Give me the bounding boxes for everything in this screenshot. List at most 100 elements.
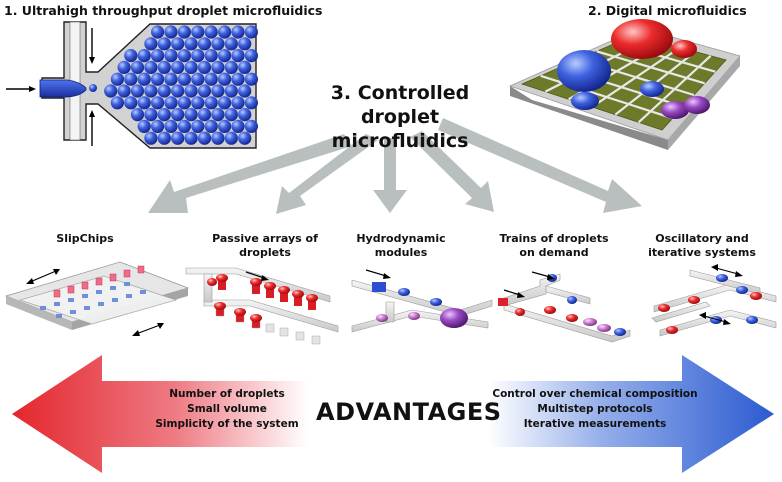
droplet <box>171 131 185 145</box>
trapped-droplet <box>292 290 304 298</box>
droplet <box>117 84 131 98</box>
label-passive-arrays-line2: droplets <box>239 246 291 259</box>
droplet <box>224 108 238 122</box>
blue-well <box>68 298 74 302</box>
droplet <box>151 119 165 133</box>
droplet <box>171 37 185 51</box>
blue-well <box>54 302 60 306</box>
droplet <box>218 25 232 39</box>
blue-well <box>84 306 90 310</box>
droplet <box>191 25 205 39</box>
label-slipchips-line1: SlipChips <box>56 232 114 245</box>
incoming-droplet <box>207 278 217 286</box>
droplet <box>151 25 165 39</box>
droplet <box>151 96 165 110</box>
controlled-title-line2: droplet microfluidics <box>331 106 469 152</box>
arrow-to-trains <box>410 131 494 212</box>
droplet <box>218 119 232 133</box>
blue-well <box>56 314 62 318</box>
droplet <box>104 84 118 98</box>
droplet <box>204 72 218 86</box>
red-well <box>81 281 89 290</box>
ultrahigh-throughput-title: 1. Ultrahigh throughput droplet microflu… <box>4 3 323 18</box>
droplet <box>204 119 218 133</box>
droplet <box>191 72 205 86</box>
hydrodynamic-modules-illustration <box>351 269 493 333</box>
purple-droplet-a <box>661 101 689 119</box>
oscillatory-systems-illustration <box>651 264 777 337</box>
droplet <box>211 108 225 122</box>
blue-well <box>82 294 88 298</box>
droplet <box>164 96 178 110</box>
droplet <box>244 25 258 39</box>
droplet <box>244 96 258 110</box>
purple-droplet-b <box>684 96 710 114</box>
blue-well <box>98 302 104 306</box>
droplet <box>144 108 158 122</box>
label-oscillatory: Oscillatory and iterative systems <box>634 232 770 260</box>
droplet <box>218 72 232 86</box>
droplet <box>197 108 212 122</box>
slipchip-illustration <box>4 261 190 336</box>
red-well <box>67 285 75 294</box>
droplet <box>184 37 198 51</box>
blue-droplet-large <box>557 50 611 92</box>
droplet <box>224 60 238 74</box>
blue-droplet-small <box>571 92 599 110</box>
droplet <box>184 84 198 98</box>
droplet <box>224 131 238 145</box>
label-slipchips: SlipChips <box>30 232 140 246</box>
droplet <box>211 131 225 145</box>
droplet <box>157 108 171 122</box>
droplet <box>144 60 158 74</box>
blue-well <box>110 286 116 290</box>
blue-well <box>126 294 132 298</box>
branch-arrows <box>148 118 642 214</box>
droplet <box>177 119 191 133</box>
droplet <box>197 60 212 74</box>
droplet <box>231 72 245 86</box>
red-well <box>109 273 117 282</box>
trapped-droplet <box>278 286 290 294</box>
droplet <box>164 25 178 39</box>
droplet <box>204 96 218 110</box>
label-oscillatory-line1: Oscillatory and <box>655 232 749 245</box>
droplet <box>124 49 138 63</box>
arrow-to-passive-arrays <box>276 134 378 214</box>
blue-well <box>124 282 130 286</box>
droplet <box>177 25 191 39</box>
droplet <box>130 60 145 74</box>
left-advantage-arrow <box>12 355 308 473</box>
droplet <box>137 96 151 110</box>
merged-droplet <box>440 308 468 328</box>
droplet <box>244 119 258 133</box>
blue-well <box>40 306 46 310</box>
red-well <box>137 265 145 274</box>
droplet <box>244 72 258 86</box>
droplet <box>171 60 185 74</box>
droplet <box>184 60 198 74</box>
droplet <box>157 60 171 74</box>
droplet <box>177 49 191 63</box>
droplet <box>151 49 165 63</box>
passive-arrays-illustration <box>185 267 339 345</box>
label-trains-line2: on demand <box>519 246 589 259</box>
droplet <box>110 96 124 110</box>
droplet <box>144 84 158 98</box>
droplet <box>231 96 245 110</box>
label-trains-line1: Trains of droplets <box>499 232 609 245</box>
droplet-trains-illustration <box>497 271 631 343</box>
controlled-microfluidics-title: 3. Controlled droplet microfluidics <box>300 81 500 153</box>
droplet <box>197 131 212 145</box>
blue-droplet-mid <box>640 81 664 97</box>
droplet <box>144 131 158 145</box>
droplet <box>231 25 245 39</box>
advantage-simplicity: Simplicity of the system <box>155 418 299 430</box>
digital-microfluidics-title: 2. Digital microfluidics <box>588 3 747 18</box>
trapped-droplet <box>216 274 228 282</box>
red-well <box>53 289 61 298</box>
trapped-droplet <box>306 294 318 302</box>
droplet <box>177 72 191 86</box>
left-advantages-list: Number of droplets Small volume Simplici… <box>142 387 312 432</box>
